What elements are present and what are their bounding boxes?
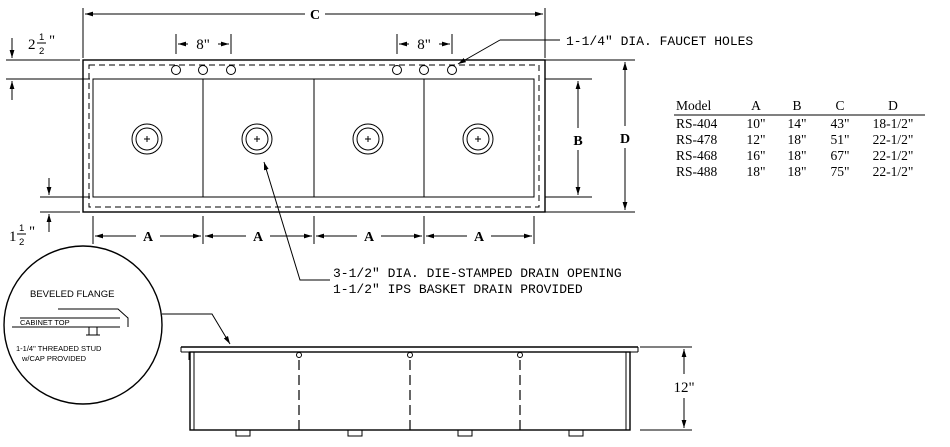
dim-a-label-4: A	[474, 230, 485, 245]
model-table: Model A B C D RS-404 10" 14" 43" 18-1/2"…	[674, 98, 925, 179]
top-offset-whole: 2	[28, 37, 36, 53]
svg-text:RS-404: RS-404	[676, 116, 718, 131]
dim-height-label: 12"	[673, 380, 694, 396]
table-header-model: Model	[676, 98, 711, 113]
faucet-spacing-label-left: 8"	[196, 37, 210, 53]
svg-text:RS-468: RS-468	[676, 148, 718, 163]
dimension-d: D	[545, 59, 635, 213]
dim-a-label-3: A	[364, 230, 375, 245]
svg-text:22-1/2": 22-1/2"	[873, 164, 914, 179]
svg-text:51": 51"	[830, 132, 849, 147]
dim-a-label-2: A	[253, 230, 264, 245]
drain-2	[241, 123, 273, 155]
detail-stud-line1: 1-1/4" THREADED STUD	[16, 344, 102, 353]
svg-text:RS-478: RS-478	[676, 132, 718, 147]
svg-text:18": 18"	[787, 164, 806, 179]
svg-text:12": 12"	[746, 132, 765, 147]
drain-4	[462, 123, 494, 155]
dimension-faucet-spacing-left: 8"	[175, 34, 232, 54]
dimension-height: 12"	[640, 346, 695, 431]
dimension-a-row: A A A A	[92, 216, 535, 245]
table-row: RS-404 10" 14" 43" 18-1/2"	[676, 116, 913, 131]
dimension-c: C	[82, 8, 546, 58]
table-row: RS-488 18" 18" 75" 22-1/2"	[676, 164, 913, 179]
dimension-b: B	[545, 78, 592, 198]
svg-text:43": 43"	[830, 116, 849, 131]
bottom-offset-unit: "	[29, 224, 35, 240]
bowl-2	[202, 78, 315, 198]
bowl-3	[313, 78, 425, 198]
flange-detail: BEVELED FLANGE CABINET TOP 1-1/4" THREAD…	[3, 245, 231, 405]
bottom-offset-den: 2	[19, 237, 24, 248]
svg-text:22-1/2": 22-1/2"	[873, 132, 914, 147]
drain-callout-line1: 3-1/2" DIA. DIE-STAMPED DRAIN OPENING	[333, 266, 622, 281]
bottom-offset-whole: 1	[9, 229, 17, 245]
dimension-top-offset: 2 1 2 "	[6, 32, 90, 100]
svg-text:18": 18"	[787, 132, 806, 147]
table-header-a: A	[751, 98, 761, 113]
drain-1	[131, 123, 163, 155]
svg-text:22-1/2": 22-1/2"	[873, 148, 914, 163]
svg-text:18": 18"	[787, 148, 806, 163]
detail-cabinet-top: CABINET TOP	[20, 318, 70, 327]
svg-text:75": 75"	[830, 164, 849, 179]
drain-callout-line2: 1-1/2" IPS BASKET DRAIN PROVIDED	[333, 282, 583, 297]
bowl-1	[92, 78, 204, 198]
top-offset-den: 2	[39, 46, 44, 57]
faucet-spacing-label-right: 8"	[417, 37, 431, 53]
table-row: RS-468 16" 18" 67" 22-1/2"	[676, 148, 913, 163]
table-header-d: D	[888, 98, 898, 113]
table-header-c: C	[835, 98, 844, 113]
flange-dashed-line	[88, 64, 540, 208]
dim-c-label: C	[310, 8, 320, 23]
svg-text:14": 14"	[787, 116, 806, 131]
dim-d-label: D	[620, 132, 630, 147]
faucet-holes-callout: 1-1/4" DIA. FAUCET HOLES	[457, 34, 753, 65]
sink-outline	[82, 59, 546, 213]
dim-b-label: B	[573, 134, 582, 149]
faucet-holes-left	[171, 65, 236, 75]
dimension-faucet-spacing-right: 8"	[396, 34, 453, 54]
svg-text:18-1/2": 18-1/2"	[873, 116, 914, 131]
drain-3	[352, 123, 384, 155]
svg-text:16": 16"	[746, 148, 765, 163]
threaded-stud	[88, 326, 98, 336]
detail-title: BEVELED FLANGE	[30, 289, 114, 300]
svg-text:67": 67"	[830, 148, 849, 163]
drain-callout: 3-1/2" DIA. DIE-STAMPED DRAIN OPENING 1-…	[263, 161, 622, 297]
detail-stud-line2: w/CAP PROVIDED	[21, 354, 87, 363]
top-offset-num: 1	[39, 32, 44, 43]
faucet-holes-right	[392, 65, 457, 75]
svg-text:18": 18"	[746, 164, 765, 179]
table-header-b: B	[792, 98, 801, 113]
faucet-holes-label: 1-1/4" DIA. FAUCET HOLES	[566, 34, 753, 49]
top-offset-unit: "	[49, 33, 55, 49]
bowl-4	[423, 78, 535, 198]
front-elevation	[180, 346, 639, 437]
table-row: RS-478 12" 18" 51" 22-1/2"	[676, 132, 913, 147]
dim-a-label-1: A	[143, 230, 154, 245]
svg-text:10": 10"	[746, 116, 765, 131]
bottom-offset-num: 1	[19, 223, 24, 234]
plan-view	[82, 59, 546, 213]
svg-text:RS-488: RS-488	[676, 164, 718, 179]
dimension-bottom-offset: 1 1 2 "	[9, 178, 90, 248]
detail-circle	[3, 245, 163, 405]
